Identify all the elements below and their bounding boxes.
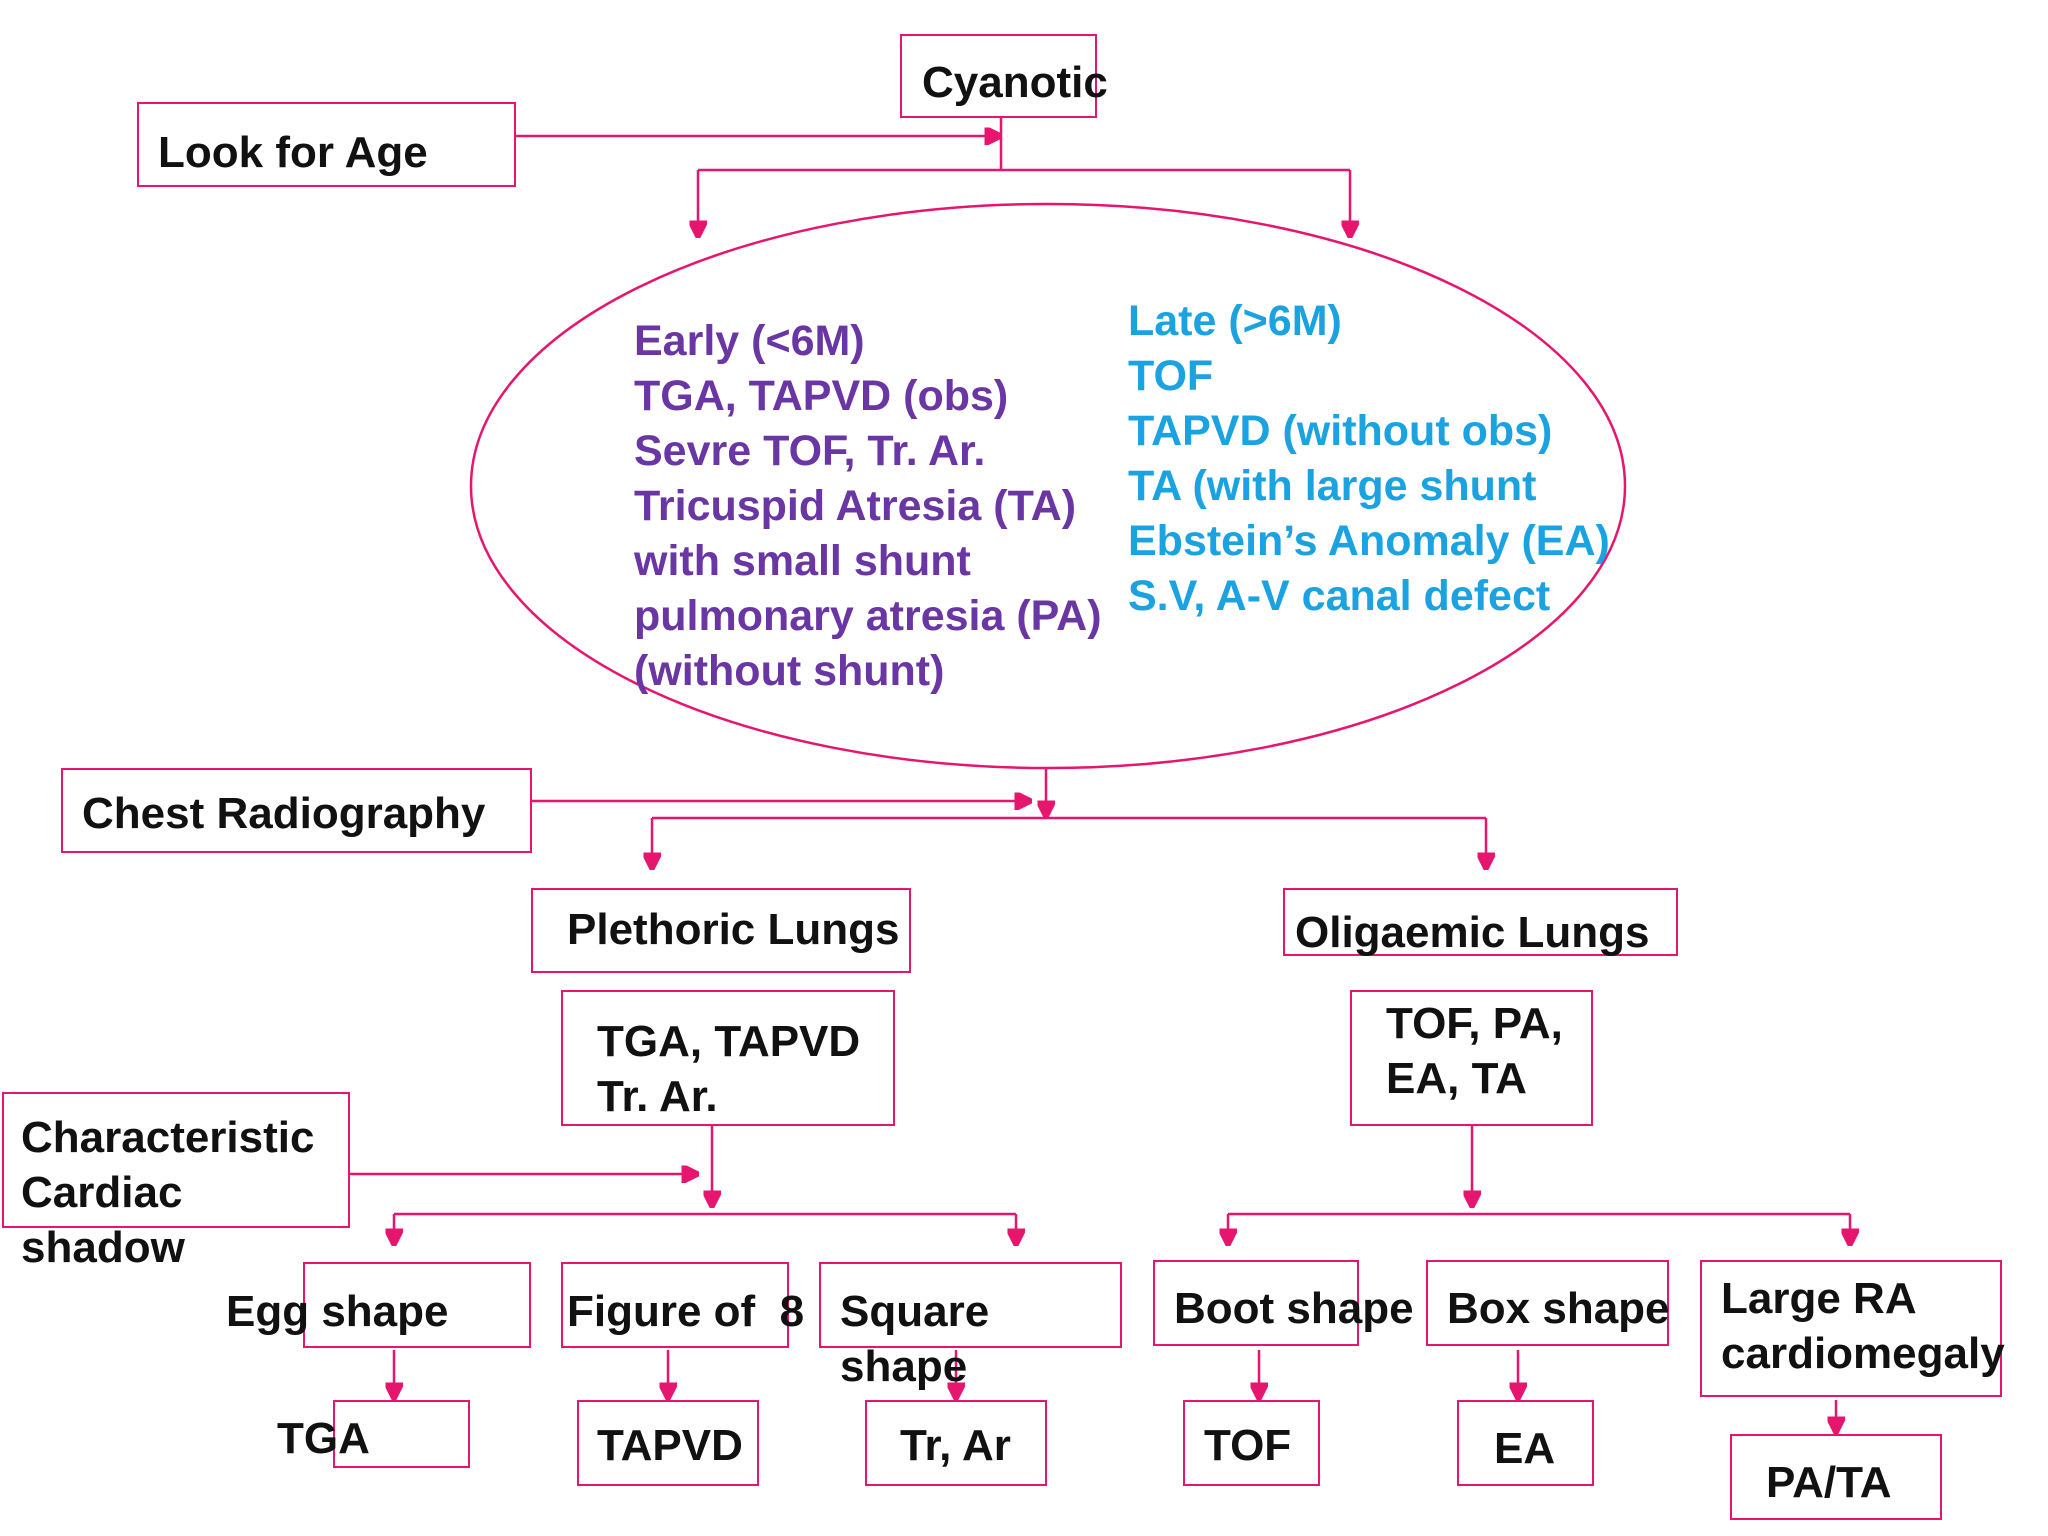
- boot-shape-label: Boot shape: [1174, 1284, 1414, 1333]
- tof-box: [1183, 1400, 1320, 1486]
- square-shape-label: Square shape: [840, 1287, 990, 1391]
- look-for-age-label: Look for Age: [158, 128, 428, 177]
- pa-ta-box: [1730, 1434, 1942, 1520]
- plethoric-lungs-label: Plethoric Lungs: [567, 905, 900, 954]
- cyanotic-box: [900, 34, 1097, 118]
- plethoric-list-box: [561, 990, 895, 1126]
- plethoric-lungs-box: [531, 888, 911, 973]
- characteristic-shadow-label: Characteristic Cardiac shadow: [21, 1113, 315, 1272]
- pa-ta-label: PA/TA: [1766, 1458, 1892, 1507]
- age-ellipse: [469, 202, 1627, 770]
- late-group-text: Late (>6M) TOF TAPVD (without obs) TA (w…: [1128, 297, 1610, 620]
- chest-radiography-label: Chest Radiography: [82, 789, 486, 838]
- plethoric-list-label: TGA, TAPVD Tr. Ar.: [597, 1017, 861, 1121]
- early-group-text: Early (<6M) TGA, TAPVD (obs) Sevre TOF, …: [634, 317, 1102, 695]
- ea-label: EA: [1494, 1424, 1556, 1473]
- egg-shape-box: [303, 1262, 531, 1348]
- oligaemic-list-label: TOF, PA, EA, TA: [1386, 999, 1563, 1103]
- figure-of-8-label: Figure of 8: [567, 1287, 805, 1336]
- oligaemic-lungs-box: [1283, 888, 1678, 956]
- tga-box: [333, 1400, 470, 1468]
- egg-shape-label: Egg shape: [226, 1287, 449, 1336]
- tr-ar-label: Tr, Ar: [900, 1421, 1011, 1470]
- box-shape-box: [1426, 1260, 1669, 1346]
- square-shape-box: [819, 1262, 1122, 1348]
- tapvd-label: TAPVD: [597, 1421, 743, 1470]
- figure-of-8-box: [561, 1262, 789, 1348]
- chest-radiography-box: [61, 768, 532, 853]
- oligaemic-lungs-label: Oligaemic Lungs: [1295, 908, 1650, 957]
- ea-box: [1457, 1400, 1594, 1486]
- tr-ar-box: [865, 1400, 1047, 1486]
- tapvd-box: [577, 1400, 759, 1486]
- look-for-age-box: [137, 102, 516, 187]
- cyanotic-label: Cyanotic: [922, 58, 1108, 107]
- large-ra-box: [1700, 1260, 2002, 1397]
- large-ra-label: Large RA cardiomegaly: [1721, 1274, 2005, 1378]
- oligaemic-list-box: [1350, 990, 1593, 1126]
- characteristic-shadow-box: [2, 1092, 350, 1228]
- box-shape-label: Box shape: [1447, 1284, 1670, 1333]
- boot-shape-box: [1153, 1260, 1359, 1346]
- tga-label: TGA: [277, 1414, 370, 1463]
- tof-label: TOF: [1204, 1421, 1292, 1470]
